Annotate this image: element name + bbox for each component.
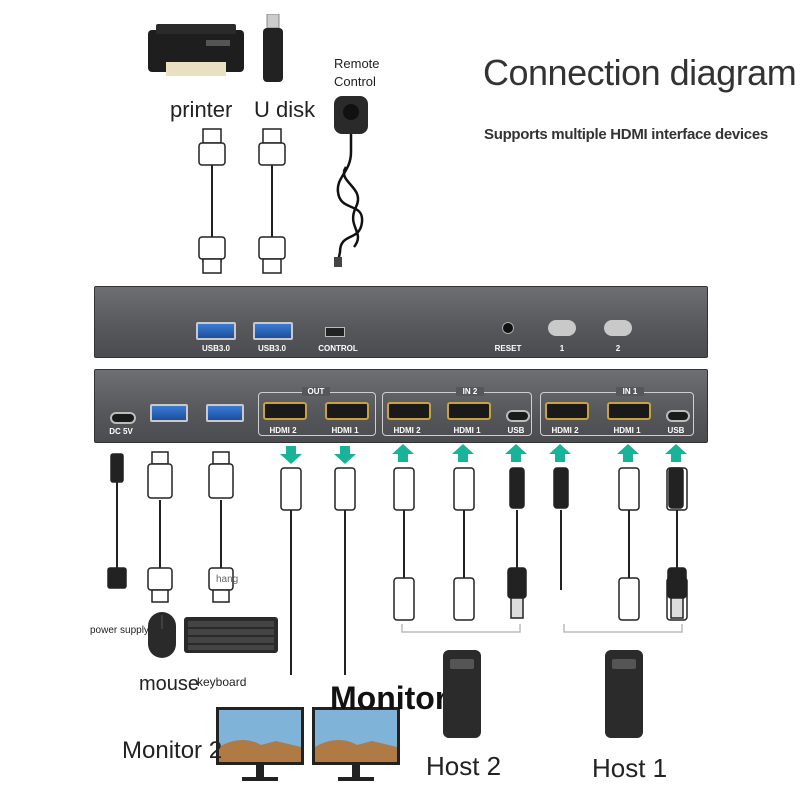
host1-icon	[605, 650, 643, 738]
control-port	[325, 327, 345, 337]
mouse-usb-port	[150, 404, 188, 422]
usb-drive-icon	[263, 14, 283, 82]
dc-port	[110, 412, 136, 424]
keyboard-icon	[184, 617, 278, 653]
printer-icon	[148, 24, 244, 76]
switch-label-2: 2	[615, 344, 621, 353]
in1-hdmi2-label: HDMI 2	[551, 426, 579, 435]
in1-usb-label: USB	[667, 426, 685, 435]
in2-usb-port	[506, 410, 530, 422]
out-hdmi2-label: HDMI 2	[269, 426, 297, 435]
out-label: OUT	[302, 387, 330, 396]
bottom-cables	[107, 444, 688, 675]
remote-label-line2: Control	[334, 74, 376, 89]
printer-label: printer	[170, 97, 233, 122]
reset-label: RESET	[494, 344, 522, 353]
in2-hdmi2-port	[387, 402, 431, 420]
in1-usb-port	[666, 410, 690, 422]
top-usb-cables	[198, 128, 286, 274]
rear-usb-label-1: USB3.0	[201, 344, 230, 353]
reset-button[interactable]	[502, 322, 514, 334]
diagram-subtitle: Supports multiple HDMI interface devices	[484, 126, 768, 143]
in1-label: IN 1	[616, 387, 644, 396]
power-supply-label: power supply	[90, 625, 149, 636]
arrows	[280, 444, 687, 464]
in2-usb-label: USB	[507, 426, 525, 435]
in2-hdmi1-port	[447, 402, 491, 420]
rear-usb-port-1	[196, 322, 236, 340]
dc-label: DC 5V	[109, 427, 133, 436]
host2-label: Host 2	[426, 751, 502, 781]
remote-label-line1: Remote	[334, 56, 380, 71]
keyboard-label: keyboard	[197, 675, 247, 689]
remote-control-icon	[334, 96, 368, 267]
in1-hdmi1-label: HDMI 1	[613, 426, 641, 435]
out-hdmi1-port	[325, 402, 369, 420]
monitor2-label: Monitor 2	[122, 737, 223, 764]
control-label: CONTROL	[318, 344, 358, 353]
mouse-label: mouse	[139, 673, 200, 695]
switch-button-1[interactable]	[548, 320, 576, 336]
rear-usb-label-2: USB3.0	[257, 344, 286, 353]
host2-icon	[443, 650, 481, 738]
out-hdmi2-port	[263, 402, 307, 420]
monitors-icon	[216, 707, 400, 781]
in2-hdmi1-label: HDMI 1	[453, 426, 481, 435]
keyboard-usb-port	[206, 404, 244, 422]
hang-label: hang	[216, 574, 239, 585]
diagram-title: Connection diagram	[483, 52, 797, 93]
switch-label-1: 1	[559, 344, 565, 353]
in2-label: IN 2	[456, 387, 484, 396]
switch-button-2[interactable]	[604, 320, 632, 336]
in1-hdmi2-port	[545, 402, 589, 420]
front-panel	[94, 369, 708, 443]
udisk-label: U disk	[254, 97, 316, 122]
mouse-icon	[148, 612, 176, 658]
host1-label: Host 1	[592, 753, 668, 783]
rear-usb-port-2	[253, 322, 293, 340]
out-hdmi1-label: HDMI 1	[331, 426, 359, 435]
in1-hdmi1-port	[607, 402, 651, 420]
in2-hdmi2-label: HDMI 2	[393, 426, 421, 435]
